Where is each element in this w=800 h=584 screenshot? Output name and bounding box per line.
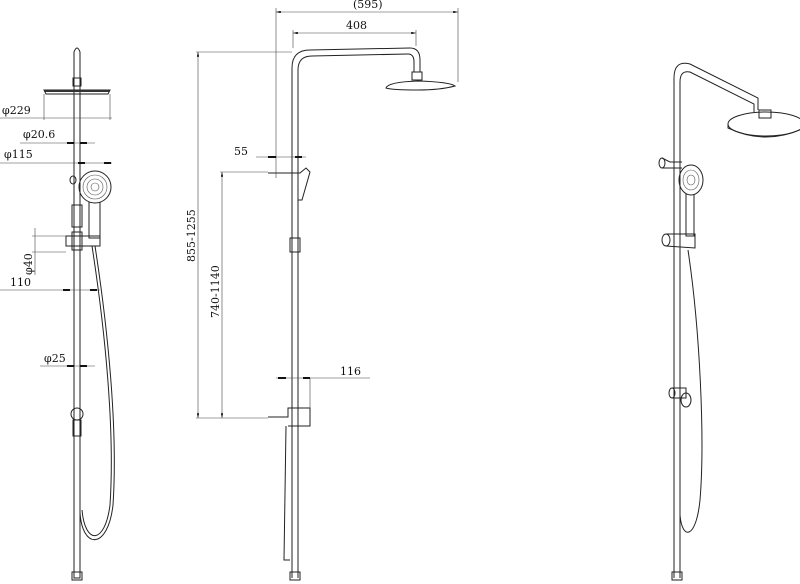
label-mixer-projection: 116 (340, 365, 361, 378)
label-overall-reach: (595) (353, 0, 383, 11)
dim-rail-diameter: φ25 (40, 352, 95, 367)
dim-bracket-diameter: φ40 (22, 228, 66, 275)
hose (79, 245, 115, 541)
dim-arm-reach: 408 (292, 19, 417, 48)
label-bracket-projection: 110 (10, 276, 31, 289)
front-view: (595) 408 855-1255 740-1140 55 (185, 0, 459, 581)
dim-overall-reach: (595) (275, 0, 459, 178)
mixer (668, 387, 692, 408)
dim-slide-height: 740-1140 (209, 171, 268, 418)
hose (679, 249, 703, 533)
overhead-shower-head (43, 77, 111, 95)
rail (71, 47, 83, 581)
label-slide-height: 740-1140 (209, 265, 222, 318)
mixer-knob (70, 407, 84, 437)
label-overall-height: 855-1255 (185, 209, 198, 262)
mixer (268, 407, 311, 561)
overhead-shower-head (727, 109, 800, 138)
dim-bracket-projection: 110 (0, 276, 100, 291)
slide-bracket (65, 231, 101, 251)
label-handshower-diameter: φ115 (4, 148, 33, 161)
dim-mixer-projection: 116 (276, 365, 370, 408)
dim-arm-diameter: φ20.6 (20, 128, 95, 144)
label-wall-offset: 55 (234, 145, 248, 158)
dim-handshower-diameter: φ115 (0, 148, 112, 164)
hand-shower (69, 170, 112, 239)
perspective-view (658, 62, 800, 581)
side-view: φ229 φ20.6 φ115 φ40 110 (0, 47, 115, 581)
label-head-diameter: φ229 (2, 104, 31, 117)
riser-and-arm (289, 47, 457, 581)
label-rail-diameter: φ25 (44, 352, 66, 365)
label-bracket-diameter: φ40 (22, 253, 35, 275)
hand-shower (268, 167, 311, 253)
dim-wall-offset: 55 (234, 145, 306, 158)
riser-and-arm (671, 62, 759, 581)
dim-overall-height: 855-1255 (185, 51, 292, 419)
hand-shower (658, 157, 704, 237)
label-arm-diameter: φ20.6 (23, 128, 55, 141)
dim-head-diameter: φ229 (0, 94, 112, 120)
label-arm-reach: 408 (346, 19, 367, 32)
slide-bracket (661, 233, 696, 249)
